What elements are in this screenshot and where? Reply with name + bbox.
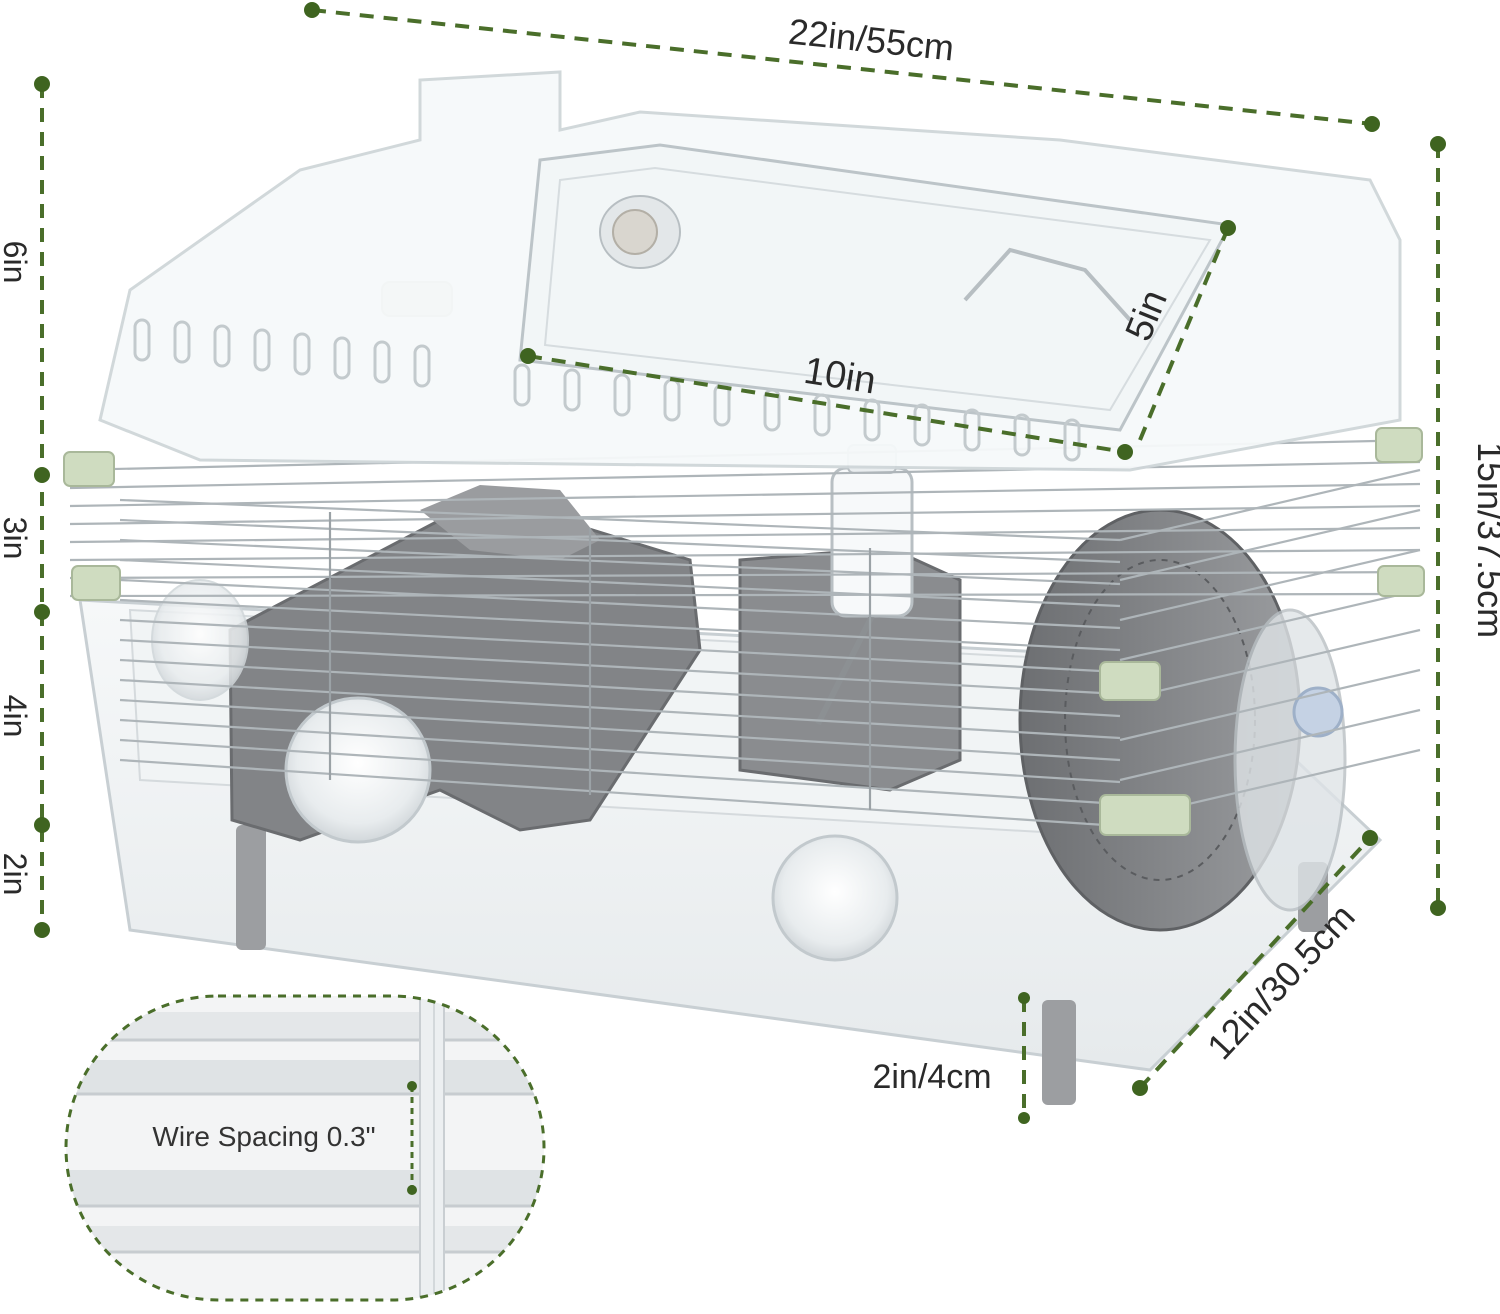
section-middle-label: 3in: [0, 517, 33, 560]
wire-spacing-inset: Wire Spacing 0.3": [64, 994, 546, 1302]
cage-roof: [98, 70, 1402, 472]
section-bottom-label: 2in: [0, 853, 33, 896]
section-top-label: 6in: [0, 241, 33, 284]
width-label: 22in/55cm: [787, 10, 956, 68]
leg-height-label: 2in/4cm: [872, 1058, 991, 1096]
cage-leg: [236, 825, 266, 950]
cage-leg: [1042, 1000, 1076, 1105]
section-lower-label: 4in: [0, 695, 33, 738]
dimension-lines: [34, 2, 1446, 1124]
wire-spacing-label: Wire Spacing 0.3": [152, 1121, 375, 1152]
height-label: 15in/37.5cm: [1470, 442, 1500, 638]
wire-mesh: [69, 438, 1421, 828]
top-door: [518, 143, 1233, 432]
hamster-cage: [63, 70, 1425, 1105]
tunnel-bubbles: [151, 579, 899, 962]
